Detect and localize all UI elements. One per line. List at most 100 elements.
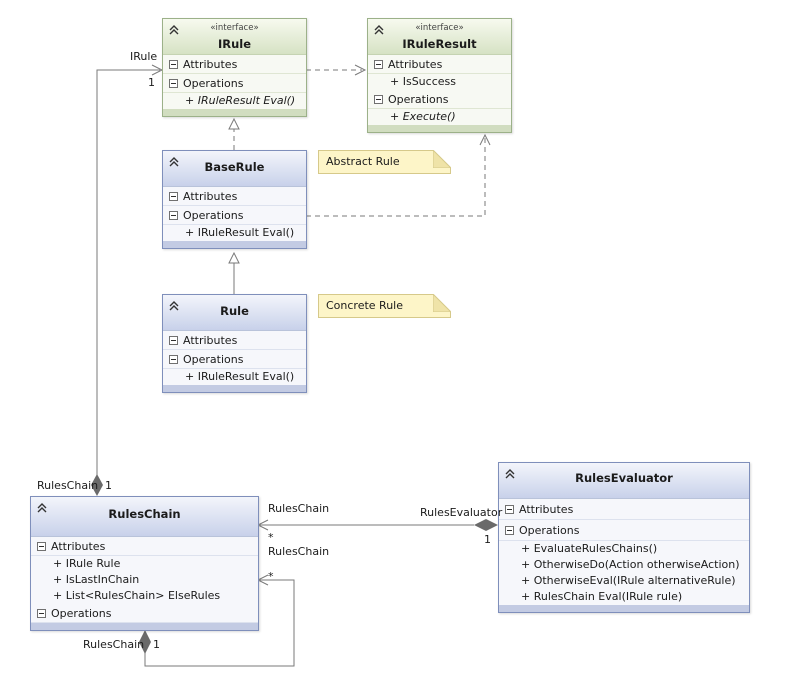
- stereotype-label: «interface»: [415, 23, 464, 33]
- attribute-item[interactable]: + IsSuccess: [390, 75, 456, 88]
- collapse-minus-icon[interactable]: [37, 542, 46, 551]
- attributes-compartment[interactable]: Attributes: [163, 187, 306, 206]
- attributes-compartment[interactable]: Attributes: [163, 331, 306, 350]
- class-header[interactable]: «interface» IRule: [163, 19, 306, 55]
- association-ruleschain-irule: [96, 69, 160, 476]
- note-text: Concrete Rule: [326, 299, 403, 312]
- operation-item[interactable]: + Execute(): [390, 110, 456, 123]
- collapse-minus-icon[interactable]: [374, 95, 383, 104]
- class-header[interactable]: Rule: [163, 295, 306, 331]
- composition-diamond-evaluator: [474, 519, 498, 531]
- section-label: Operations: [388, 93, 449, 106]
- operation-item[interactable]: + OtherwiseDo(Action otherwiseAction): [521, 558, 740, 571]
- class-header[interactable]: BaseRule: [163, 151, 306, 187]
- class-iruleresult[interactable]: «interface» IRuleResult Attributes + IsS…: [367, 18, 512, 133]
- multiplicity-evaluator: 1: [484, 533, 491, 546]
- attributes-compartment[interactable]: Attributes: [163, 55, 306, 74]
- collapse-chevron-icon[interactable]: [373, 24, 385, 36]
- collapse-chevron-icon[interactable]: [168, 156, 180, 168]
- attribute-item[interactable]: + List<RulesChain> ElseRules: [53, 589, 221, 602]
- role-label-evaluator-chain: RulesChain: [268, 502, 330, 515]
- operations-compartment[interactable]: Operations: [163, 350, 306, 369]
- note-fold-icon: [433, 294, 451, 312]
- note-abstract-rule[interactable]: Abstract Rule: [318, 150, 451, 174]
- role-label-ruleschain-top: RulesChain: [37, 479, 99, 492]
- class-footer: [163, 109, 306, 116]
- class-footer: [163, 385, 306, 392]
- operations-compartment[interactable]: Operations: [368, 90, 511, 109]
- attribute-item[interactable]: + IsLastInChain: [53, 573, 140, 586]
- operation-item[interactable]: + OtherwiseEval(IRule alternativeRule): [521, 574, 736, 587]
- collapse-minus-icon[interactable]: [169, 60, 178, 69]
- composition-diamond-ruleschain-bottom: [139, 630, 151, 654]
- role-label-self-bottom: RulesChain: [83, 638, 145, 651]
- class-rulesevaluator[interactable]: RulesEvaluator Attributes Operations + E…: [498, 462, 750, 613]
- attributes-compartment[interactable]: Attributes: [368, 55, 511, 74]
- operation-item[interactable]: + EvaluateRulesChains(): [521, 542, 658, 555]
- composition-diamond-ruleschain-top: [91, 474, 103, 496]
- section-label: Attributes: [388, 58, 443, 71]
- class-footer: [163, 241, 306, 248]
- class-name: IRuleResult: [402, 37, 477, 51]
- collapse-chevron-icon[interactable]: [504, 468, 516, 480]
- operations-compartment[interactable]: Operations: [499, 520, 749, 541]
- section-label: Operations: [519, 524, 580, 537]
- role-label-self-top: RulesChain: [268, 545, 330, 558]
- attributes-compartment[interactable]: Attributes: [499, 499, 749, 520]
- collapse-minus-icon[interactable]: [169, 336, 178, 345]
- operations-compartment[interactable]: Operations: [163, 74, 306, 93]
- collapse-chevron-icon[interactable]: [36, 502, 48, 514]
- class-irule[interactable]: «interface» IRule Attributes Operations …: [162, 18, 307, 117]
- attributes-compartment[interactable]: Attributes: [31, 537, 258, 556]
- operation-item[interactable]: + IRuleResult Eval(): [185, 370, 295, 383]
- collapse-minus-icon[interactable]: [37, 609, 46, 618]
- realization-arrowhead: [228, 117, 240, 130]
- collapse-minus-icon[interactable]: [505, 505, 514, 514]
- class-name: RulesChain: [108, 507, 181, 521]
- attribute-item[interactable]: + IRule Rule: [53, 557, 121, 570]
- collapse-chevron-icon[interactable]: [168, 24, 180, 36]
- class-header[interactable]: RulesEvaluator: [499, 463, 749, 499]
- section-label: Attributes: [183, 334, 238, 347]
- multiplicity-self-top: *: [268, 570, 274, 583]
- section-label: Attributes: [183, 58, 238, 71]
- role-label-irule: IRule: [130, 50, 158, 63]
- collapse-minus-icon[interactable]: [169, 79, 178, 88]
- class-name: BaseRule: [204, 160, 265, 174]
- role-label-evaluator: RulesEvaluator: [420, 506, 503, 519]
- operation-item[interactable]: + RulesChain Eval(IRule rule): [521, 590, 683, 603]
- class-header[interactable]: RulesChain: [31, 497, 258, 537]
- class-footer: [368, 125, 511, 132]
- class-rule[interactable]: Rule Attributes Operations + IRuleResult…: [162, 294, 307, 393]
- note-concrete-rule[interactable]: Concrete Rule: [318, 294, 451, 318]
- collapse-minus-icon[interactable]: [374, 60, 383, 69]
- class-baserule[interactable]: BaseRule Attributes Operations + IRuleRe…: [162, 150, 307, 249]
- collapse-minus-icon[interactable]: [169, 192, 178, 201]
- multiplicity-ruleschain-top: 1: [105, 479, 112, 492]
- class-name: IRule: [217, 37, 252, 51]
- section-label: Operations: [183, 77, 244, 90]
- section-label: Operations: [51, 607, 112, 620]
- association-ruleschain-self: [144, 579, 295, 667]
- operation-item[interactable]: + IRuleResult Eval(): [185, 226, 295, 239]
- operation-item[interactable]: + IRuleResult Eval(): [185, 94, 296, 107]
- operations-compartment[interactable]: Operations: [163, 206, 306, 225]
- section-label: Attributes: [183, 190, 238, 203]
- class-name: RulesEvaluator: [575, 471, 673, 485]
- section-label: Attributes: [51, 540, 106, 553]
- operations-compartment[interactable]: Operations: [31, 604, 258, 623]
- note-text: Abstract Rule: [326, 155, 400, 168]
- multiplicity-evaluator-chain: *: [268, 531, 274, 544]
- collapse-minus-icon[interactable]: [169, 211, 178, 220]
- collapse-chevron-icon[interactable]: [168, 300, 180, 312]
- collapse-minus-icon[interactable]: [505, 526, 514, 535]
- dependency-baserule-iruleresult: [306, 136, 486, 217]
- multiplicity-irule: 1: [148, 76, 155, 89]
- multiplicity-self-bottom: 1: [153, 638, 160, 651]
- collapse-minus-icon[interactable]: [169, 355, 178, 364]
- class-header[interactable]: «interface» IRuleResult: [368, 19, 511, 55]
- section-label: Operations: [183, 209, 244, 222]
- stereotype-label: «interface»: [210, 23, 259, 33]
- class-ruleschain[interactable]: RulesChain Attributes + IRule Rule + IsL…: [30, 496, 259, 631]
- class-footer: [499, 605, 749, 612]
